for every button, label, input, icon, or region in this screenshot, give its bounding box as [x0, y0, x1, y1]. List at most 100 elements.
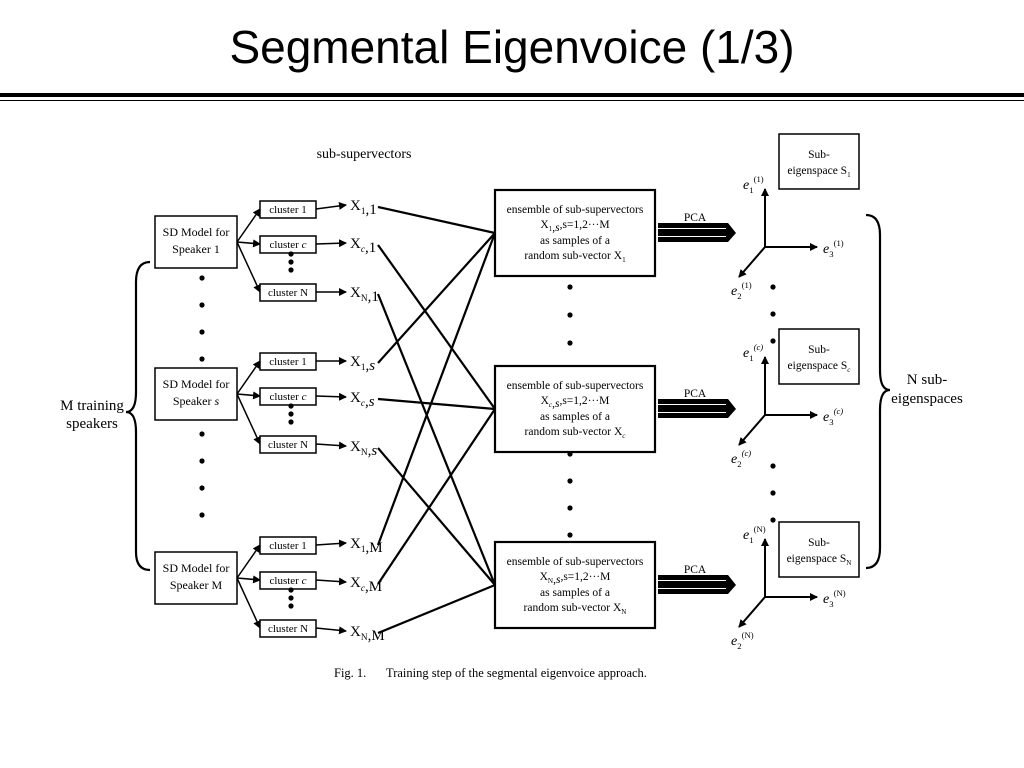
sub-supervector-label: X1,M [350, 536, 383, 556]
n-sub-eigenspaces-label: eigenspaces [891, 391, 963, 407]
vertical-dots [199, 302, 205, 308]
ensemble-box [493, 364, 657, 454]
vertical-dots [288, 267, 294, 273]
vertical-dots [567, 312, 573, 318]
ensemble-line3: as samples of a [540, 587, 610, 599]
vector-to-ensemble-link [377, 583, 496, 635]
model-to-cluster-link [236, 577, 261, 629]
cluster-label: cluster 1 [269, 204, 307, 216]
vector-to-ensemble-link [376, 232, 497, 546]
sub-eigenspace-line1: Sub- [808, 344, 830, 356]
pca-arrow [658, 575, 736, 594]
vertical-dots [567, 451, 573, 457]
model-to-cluster-link [236, 360, 261, 395]
vertical-dots [770, 311, 776, 317]
vertical-dots [288, 419, 294, 425]
e1-axis-label: e1(c) [743, 342, 763, 363]
sub-eigenspace-line2: eigenspace Sc [788, 360, 852, 374]
cluster-label: cluster 1 [269, 540, 307, 552]
title-rule-thin [0, 100, 1024, 101]
e2-axis-label: e2(N) [731, 630, 754, 651]
vertical-dots [288, 403, 294, 409]
ensemble-line2: Xc,s,s=1,2···M [541, 395, 610, 410]
cluster-label: cluster 1 [269, 356, 307, 368]
e3-axis-label: e3(c) [823, 406, 843, 427]
n-sub-eigenspaces-label: N sub- [907, 372, 947, 388]
sub-eigenspace-line2: eigenspace SN [787, 553, 852, 567]
vertical-dots [288, 595, 294, 601]
ensemble-box [493, 540, 657, 630]
pca-arrow [658, 399, 736, 418]
vertical-dots [567, 532, 573, 538]
model-to-cluster-link [236, 391, 261, 400]
e1-axis-label: e1(N) [743, 524, 766, 545]
sd-model-line2: Speaker M [170, 578, 223, 592]
e2-axis-label: e2(c) [731, 448, 751, 469]
vertical-dots [199, 512, 205, 518]
cluster-to-vector-link [315, 577, 347, 586]
sd-model-line2: Speaker s [173, 394, 220, 408]
model-to-cluster-link [236, 208, 261, 243]
vertical-dots [770, 284, 776, 290]
vector-to-ensemble-link [377, 232, 496, 364]
pca-arrow-bar [658, 581, 726, 588]
vertical-dots [567, 284, 573, 290]
cluster-to-vector-link [315, 626, 347, 635]
ensemble-line3: as samples of a [540, 235, 610, 247]
pca-label: PCA [684, 564, 707, 576]
cluster-box [259, 200, 317, 219]
e1-axis-label: e1(1) [743, 174, 764, 195]
model-to-cluster-link [236, 239, 261, 248]
figure-caption-text: Training step of the segmental eigenvoic… [386, 666, 647, 680]
e2-axis-arrow [738, 414, 766, 446]
sub-eigenspace-box [778, 328, 860, 385]
e3-axis-label: e3(N) [823, 588, 846, 609]
vertical-dots [567, 340, 573, 346]
right-brace [865, 213, 891, 570]
cluster-label: cluster c [270, 391, 307, 403]
title-rule-thick [0, 93, 1024, 97]
sub-eigenspace-box [778, 133, 860, 190]
sub-eigenspace-box [778, 521, 860, 578]
vertical-dots [199, 329, 205, 335]
pca-arrow-bar [658, 229, 726, 236]
model-to-cluster-link [236, 393, 261, 445]
e2-axis-arrow [738, 246, 766, 278]
sd-model-line2: Speaker 1 [172, 242, 220, 256]
cluster-label: cluster c [270, 239, 307, 251]
cluster-to-vector-link [315, 201, 347, 210]
vertical-dots [199, 275, 205, 281]
sub-eigenspace-line1: Sub- [808, 149, 830, 161]
cluster-to-vector-link [315, 239, 347, 248]
cluster-box [259, 536, 317, 555]
pca-label: PCA [684, 212, 707, 224]
vertical-dots [288, 603, 294, 609]
sd-model-box [154, 215, 238, 269]
sd-model-line1: SD Model for [163, 377, 230, 391]
ensemble-line2: X1,s,s=1,2···M [540, 219, 609, 234]
m-training-speakers-label: M training [60, 398, 124, 414]
ensemble-line2: XN,s,s=1,2···M [540, 571, 611, 586]
sub-supervector-label: XN,M [350, 624, 385, 644]
vertical-dots [288, 251, 294, 257]
sd-model-box [154, 551, 238, 605]
sub-supervector-label: XN,s [350, 439, 377, 459]
sub-supervector-label: Xc,1 [350, 236, 376, 256]
vector-to-ensemble-link [377, 244, 496, 410]
cluster-to-vector-link [315, 539, 347, 548]
vector-to-ensemble-link [377, 397, 496, 411]
ensemble-line4: random sub-vector X1 [524, 250, 626, 264]
cluster-box [259, 235, 317, 254]
vertical-dots [770, 338, 776, 344]
vertical-dots [288, 411, 294, 417]
vertical-dots [770, 517, 776, 523]
pca-label: PCA [684, 388, 707, 400]
cluster-label: cluster N [268, 439, 308, 451]
sub-eigenspace-line2: eigenspace S1 [787, 165, 851, 179]
sub-supervector-label: XN,1 [350, 285, 379, 305]
ensemble-line3: as samples of a [540, 411, 610, 423]
e2-axis-arrow [738, 596, 766, 628]
sd-model-line1: SD Model for [163, 561, 230, 575]
sub-eigenspace-line1: Sub- [808, 537, 830, 549]
